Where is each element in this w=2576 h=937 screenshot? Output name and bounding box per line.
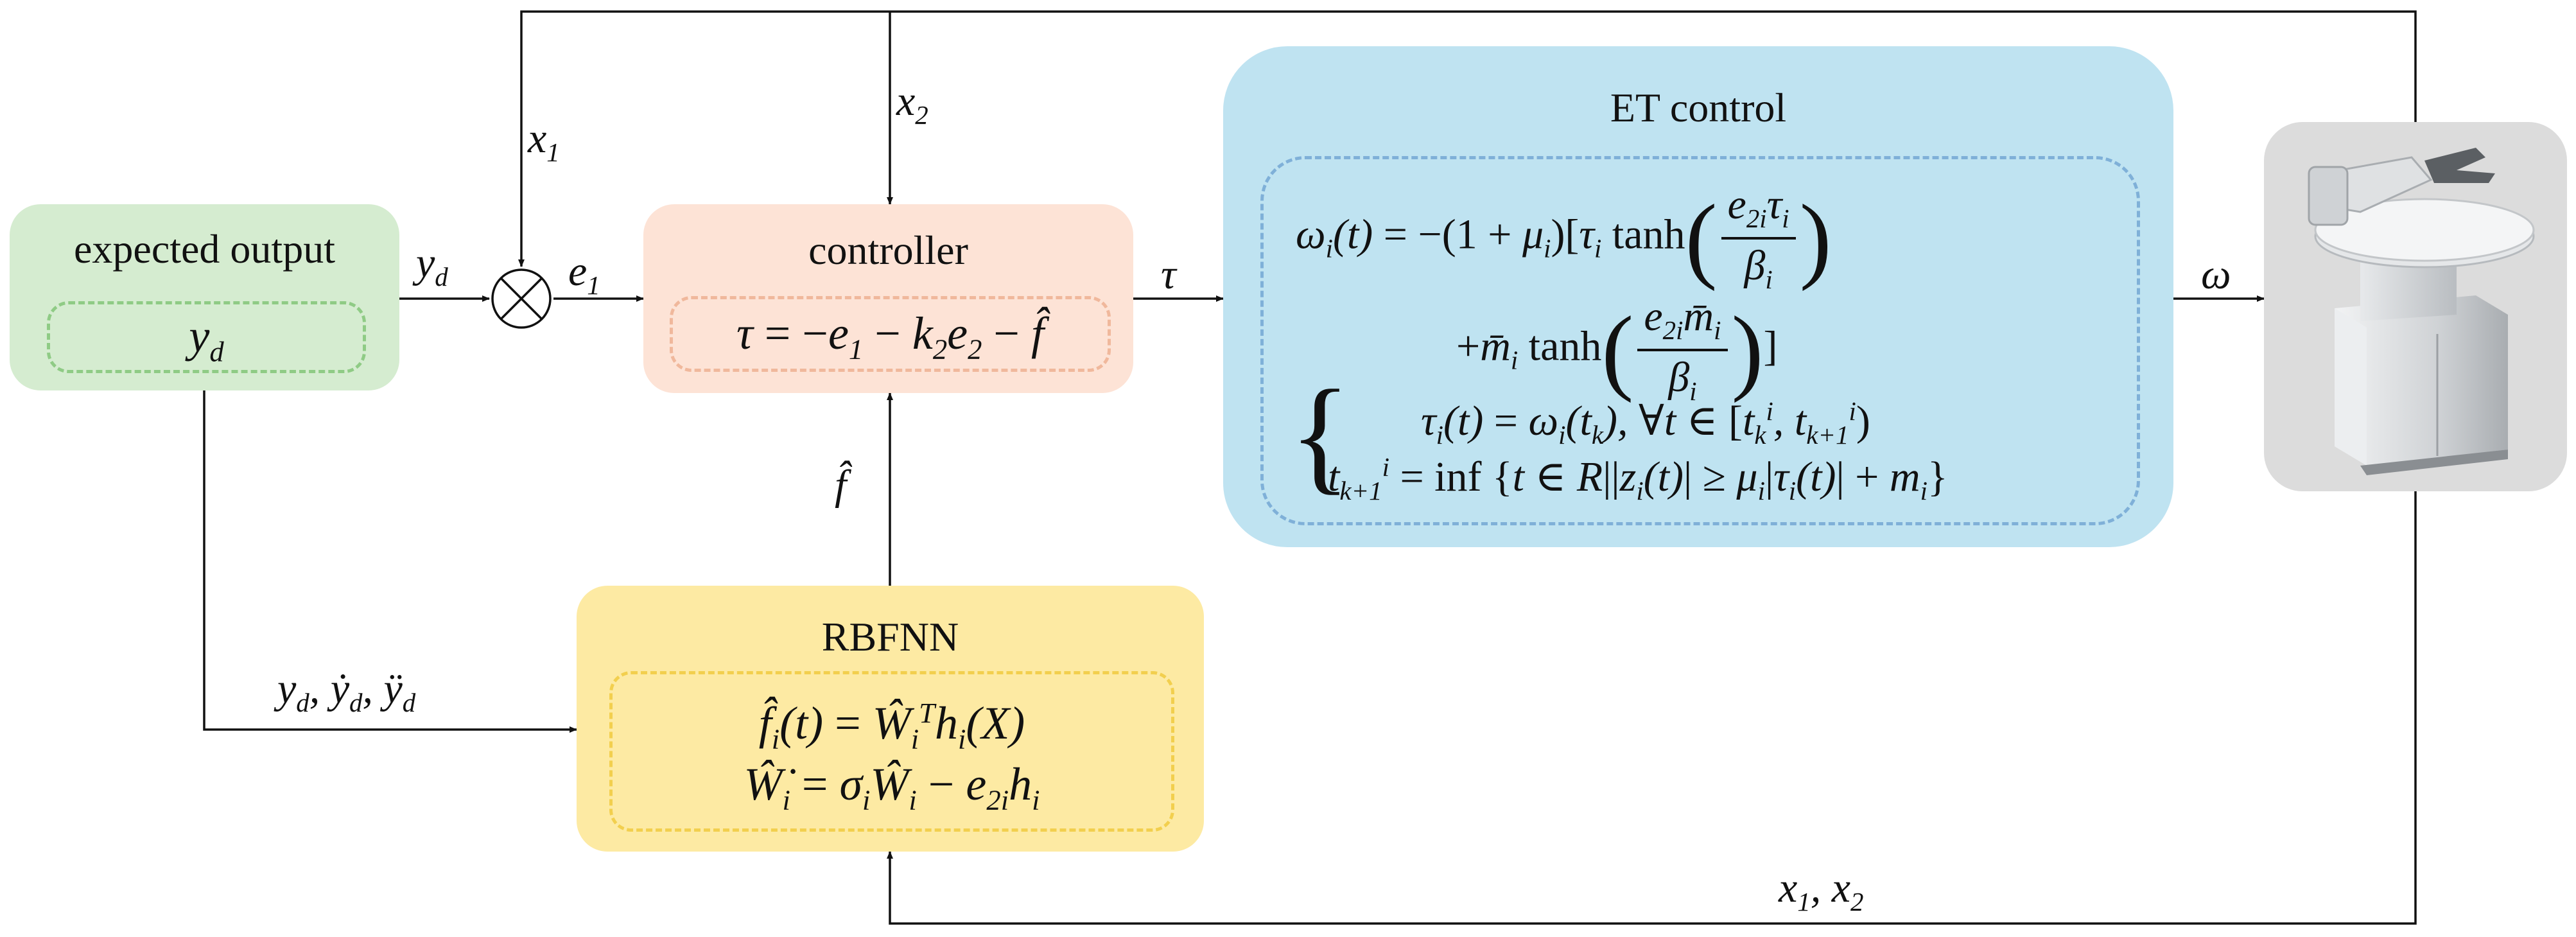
wire-top-feedback	[518, 10, 2417, 267]
rbfnn-eq-fhat: f̂i(t) = ŴiThi(X)	[758, 697, 1025, 755]
expected-output-content: yd	[189, 310, 224, 368]
controller-title: controller	[808, 227, 968, 273]
expected-output-inner: yd	[47, 301, 366, 373]
signal-label-x1: x1	[528, 115, 560, 168]
wire-yd-derivs	[203, 390, 577, 733]
controller-block: controller τ = −e1 − k2e2 − f̂	[643, 204, 1133, 393]
et-control-block: ET control ωi(t) = −(1 + μi)[τi tanh(e2i…	[1223, 46, 2173, 547]
circle-cross-icon	[491, 268, 552, 329]
controller-equation: τ = −e1 − k2e2 − f̂	[736, 308, 1045, 365]
signal-label-x1x2: x1, x2	[1779, 864, 1864, 917]
wire-bottom-feedback	[887, 491, 2417, 925]
signal-label-e1: e1	[568, 248, 600, 301]
et-eq-trigger: tk+1i = inf {t ∈ R||zi(t)| ≥ μi|τi(t)| +…	[1328, 453, 1948, 506]
scara-robot-arm-image	[2264, 122, 2567, 491]
robot-drawing	[2308, 148, 2535, 475]
expected-output-title: expected output	[74, 226, 335, 272]
signal-label-yd: yd	[416, 240, 448, 292]
rbfnn-block: RBFNN f̂i(t) = ŴiThi(X) Ŵ̇i = σiŴi − e2i…	[577, 586, 1204, 852]
signal-label-omega: ω	[2201, 251, 2231, 298]
signal-label-yd-derivs: yd, ẏd, ÿd	[277, 665, 416, 718]
et-eq-tau: τi(t) = ωi(tk), ∀t ∈ [tki, tk+1i)	[1421, 397, 1870, 450]
rbfnn-eq-wdot: Ŵ̇i = σiŴi − e2ihi	[744, 758, 1040, 816]
expected-output-block: expected output yd	[10, 204, 399, 390]
signal-label-fhat: f̂	[835, 462, 847, 509]
rbfnn-title: RBFNN	[821, 614, 959, 660]
signal-label-tau: τ	[1161, 251, 1176, 298]
controller-inner: τ = −e1 − k2e2 − f̂	[670, 296, 1111, 372]
signal-label-x2: x2	[896, 78, 928, 130]
et-brace: {	[1289, 364, 1351, 506]
et-control-title: ET control	[1610, 85, 1787, 130]
rbfnn-inner: f̂i(t) = ŴiThi(X) Ŵ̇i = σiŴi − e2ihi	[609, 671, 1174, 832]
